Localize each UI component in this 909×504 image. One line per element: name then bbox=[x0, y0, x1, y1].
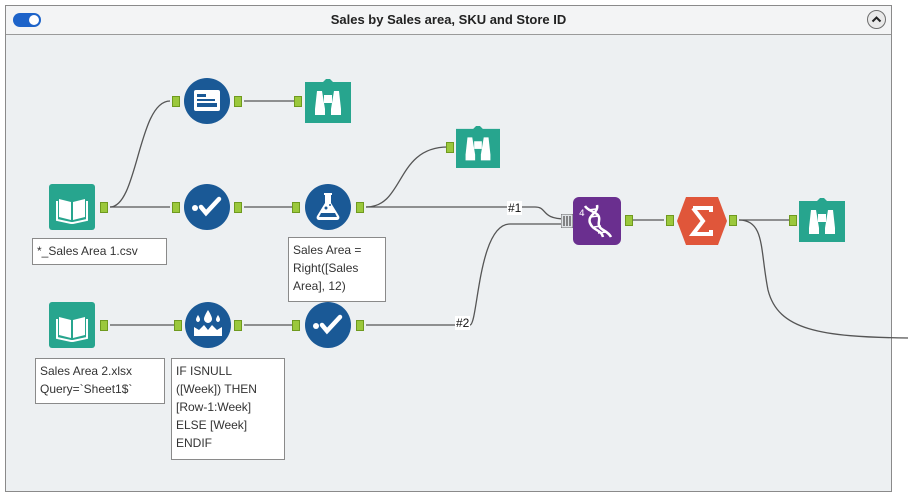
binoculars-icon bbox=[456, 125, 500, 169]
anchor-in-select1[interactable] bbox=[172, 202, 180, 213]
chevron-up-icon bbox=[871, 16, 882, 23]
sigma-icon bbox=[677, 197, 727, 245]
annotation-multirow: IF ISNULL ([Week]) THEN [Row-1:Week] ELS… bbox=[171, 358, 285, 460]
anchor-in-formula-top[interactable] bbox=[172, 96, 180, 107]
anchor-in-formula1[interactable] bbox=[292, 202, 300, 213]
connection-formula1-join bbox=[366, 206, 567, 220]
formula-tool-1[interactable] bbox=[304, 183, 352, 231]
connection-summarize-out bbox=[738, 219, 909, 339]
select-tool-1[interactable] bbox=[183, 183, 231, 231]
multirow-icon bbox=[185, 302, 231, 348]
connection-select2-join bbox=[366, 223, 566, 326]
container-header: Sales by Sales area, SKU and Store ID bbox=[6, 6, 891, 35]
anchor-out-multirow[interactable] bbox=[234, 320, 242, 331]
toggle-knob bbox=[29, 15, 39, 25]
book-icon bbox=[49, 184, 95, 230]
container-title: Sales by Sales area, SKU and Store ID bbox=[330, 12, 567, 27]
select-tool-2[interactable] bbox=[304, 301, 352, 349]
anchor-in-multirow[interactable] bbox=[174, 320, 182, 331]
anchor-out-select1[interactable] bbox=[234, 202, 242, 213]
collapse-button[interactable] bbox=[867, 10, 886, 29]
input-tool-2[interactable] bbox=[49, 302, 95, 348]
connection-label-2: #2 bbox=[455, 316, 471, 330]
connection-label-1: #1 bbox=[507, 201, 523, 215]
anchor-in-select2[interactable] bbox=[292, 320, 300, 331]
binoculars-icon bbox=[799, 198, 845, 242]
flask-icon bbox=[305, 184, 351, 230]
annotation-input2: Sales Area 2.xlsx Query=`Sheet1$` bbox=[35, 358, 165, 404]
anchor-out-join[interactable] bbox=[625, 215, 633, 226]
multirow-formula-tool[interactable] bbox=[184, 301, 232, 349]
book-icon bbox=[49, 302, 95, 348]
anchor-out-input2[interactable] bbox=[100, 320, 108, 331]
anchor-out-summarize[interactable] bbox=[729, 215, 737, 226]
anchor-out-select2[interactable] bbox=[356, 320, 364, 331]
connection-formula1-browse2 bbox=[365, 146, 449, 208]
anchor-in-browse1[interactable] bbox=[294, 96, 302, 107]
anchor-in-browse3[interactable] bbox=[789, 215, 797, 226]
join-input-anchor[interactable] bbox=[561, 214, 573, 228]
form-icon bbox=[184, 78, 230, 124]
dna-icon: 4 bbox=[573, 197, 621, 245]
checkmark-icon bbox=[305, 302, 351, 348]
browse-tool-2[interactable] bbox=[456, 125, 500, 169]
multi-input-anchor-icon bbox=[561, 214, 573, 228]
anchor-out-formula1[interactable] bbox=[356, 202, 364, 213]
anchor-out-input1[interactable] bbox=[100, 202, 108, 213]
formula-tool-top[interactable] bbox=[183, 77, 231, 125]
join-tool[interactable]: 4 bbox=[573, 197, 621, 245]
anchor-in-summarize[interactable] bbox=[666, 215, 674, 226]
container-toggle[interactable] bbox=[13, 13, 41, 27]
connection-input1-formula-top bbox=[109, 100, 171, 208]
annotation-formula1: Sales Area = Right([Sales Area], 12) bbox=[288, 237, 386, 302]
browse-tool-1[interactable] bbox=[305, 79, 351, 123]
anchor-in-browse2[interactable] bbox=[446, 142, 454, 153]
anchor-out-formula-top[interactable] bbox=[234, 96, 242, 107]
summarize-tool[interactable] bbox=[677, 197, 727, 245]
browse-tool-3[interactable] bbox=[799, 198, 845, 242]
checkmark-icon bbox=[184, 184, 230, 230]
input-tool-1[interactable] bbox=[49, 184, 95, 230]
svg-text:4: 4 bbox=[579, 209, 585, 219]
binoculars-icon bbox=[305, 79, 351, 123]
annotation-input1: *_Sales Area 1.csv bbox=[32, 238, 167, 265]
